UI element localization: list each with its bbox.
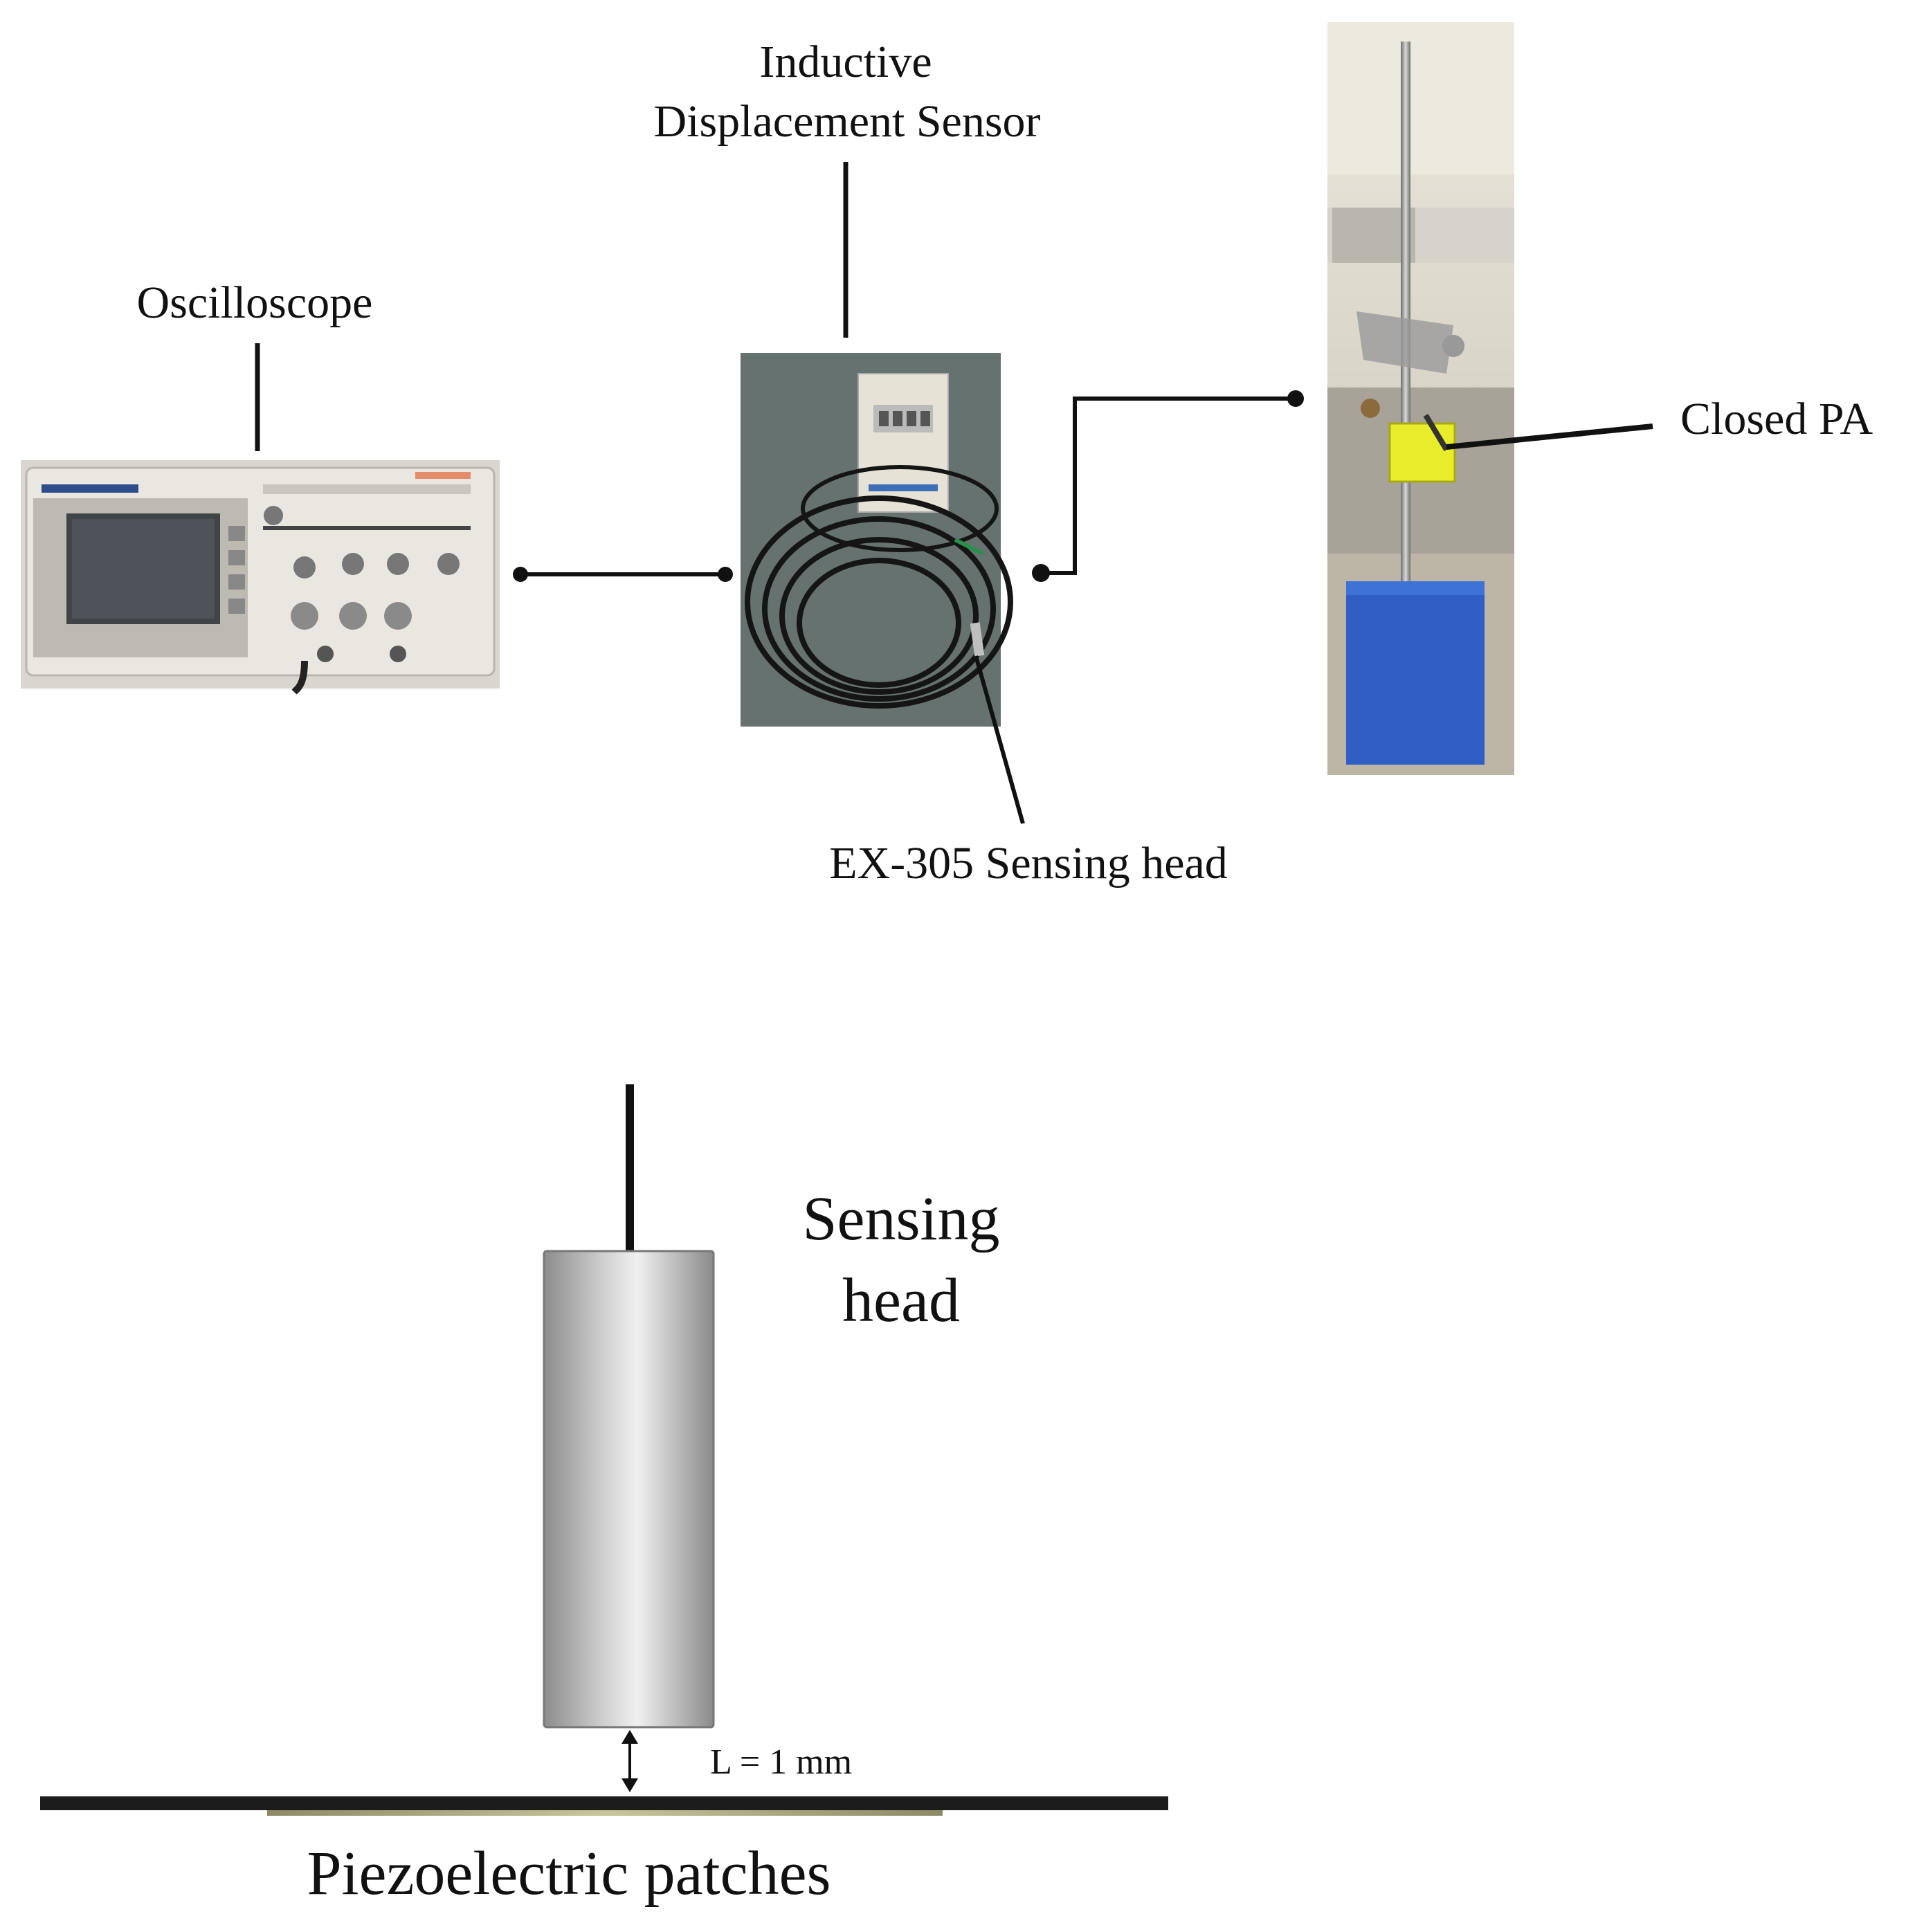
- gap-arrow: [621, 1730, 638, 1792]
- inductive-label-line1: Inductive: [759, 37, 932, 87]
- oscilloscope-label: Oscilloscope: [136, 277, 373, 328]
- oscilloscope-to-sensor-connector: [513, 567, 733, 582]
- displacement-sensor-photo: [741, 353, 1013, 727]
- sensing-head-cylinder: [543, 1250, 715, 1729]
- piezo-patch: [267, 1810, 943, 1816]
- ex305-leader-line: [974, 655, 1025, 824]
- gap-label: L = 1 mm: [710, 1742, 853, 1782]
- closed-pa-leader-line: [1446, 423, 1653, 450]
- sensing-head-label-line2: head: [842, 1266, 960, 1335]
- piezo-plate: [40, 1796, 1168, 1810]
- piezo-label: Piezoelectric patches: [307, 1839, 831, 1908]
- ex305-label: EX-305 Sensing head: [829, 838, 1228, 888]
- oscilloscope-photo: [21, 460, 500, 695]
- inductive-label-line2: Displacement Sensor: [653, 96, 1041, 147]
- stand-with-closed-pa-photo: [1327, 22, 1514, 775]
- sensor-to-stand-connector: [1032, 390, 1304, 582]
- sensing-head-label-line1: Sensing: [802, 1185, 1000, 1253]
- closed-pa-label: Closed PA: [1680, 394, 1873, 444]
